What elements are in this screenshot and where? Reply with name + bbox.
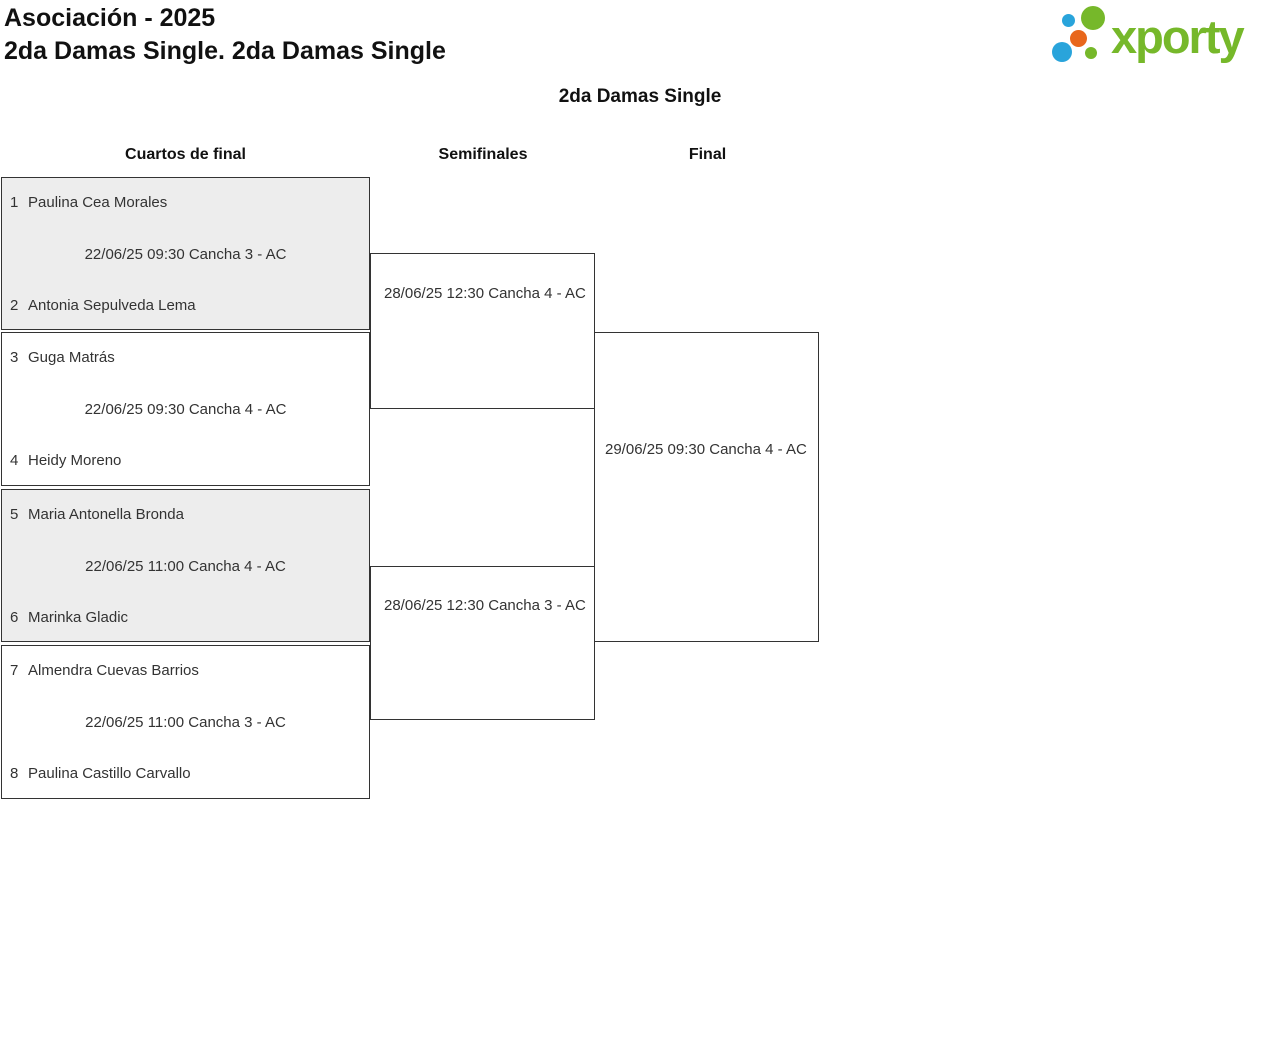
player-name: Maria Antonella Bronda	[28, 506, 184, 523]
player-row: 1 Paulina Cea Morales	[10, 194, 361, 212]
round-header-final: Final	[688, 146, 727, 163]
match-schedule: 22/06/25 11:00 Cancha 4 - AC	[85, 558, 286, 575]
player-name: Heidy Moreno	[28, 452, 122, 469]
match-schedule: 22/06/25 09:30 Cancha 3 - AC	[84, 246, 287, 263]
match-schedule: 29/06/25 09:30 Cancha 4 - AC	[605, 441, 807, 458]
player-row: 3 Guga Matrás	[10, 349, 361, 367]
logo-dot-icon	[1070, 30, 1087, 47]
final-match-box: 29/06/25 09:30 Cancha 4 - AC	[594, 332, 819, 642]
logo-dot-icon	[1081, 6, 1105, 30]
match-schedule: 28/06/25 12:30 Cancha 4 - AC	[384, 285, 586, 302]
sf-match-box-2: 28/06/25 12:30 Cancha 3 - AC	[370, 566, 595, 720]
category-subtitle: 2da Damas Single. 2da Damas Single	[4, 37, 446, 65]
bracket-title: 2da Damas Single	[558, 86, 722, 107]
round-header-cuartos: Cuartos de final	[125, 146, 246, 163]
qf-match-box-3: 5 Maria Antonella Bronda 22/06/25 11:00 …	[1, 489, 370, 642]
player-seed: 4	[10, 452, 19, 469]
player-name: Paulina Cea Morales	[28, 194, 168, 211]
xporty-logo[interactable]: xporty	[1048, 0, 1278, 78]
logo-dot-icon	[1052, 42, 1072, 62]
player-seed: 2	[10, 297, 19, 314]
sf-match-box-1: 28/06/25 12:30 Cancha 4 - AC	[370, 253, 595, 409]
tournament-title: Asociación - 2025	[4, 4, 216, 32]
player-row: 8 Paulina Castillo Carvallo	[10, 765, 361, 783]
player-name: Guga Matrás	[28, 349, 115, 366]
player-seed: 3	[10, 349, 19, 366]
player-seed: 1	[10, 194, 19, 211]
player-row: 4 Heidy Moreno	[10, 452, 361, 470]
round-header-semifinales: Semifinales	[438, 146, 528, 163]
player-row: 7 Almendra Cuevas Barrios	[10, 662, 361, 680]
player-seed: 6	[10, 609, 19, 626]
logo-dot-icon	[1062, 14, 1075, 27]
player-row: 6 Marinka Gladic	[10, 609, 361, 627]
player-seed: 8	[10, 765, 19, 782]
player-name: Marinka Gladic	[28, 609, 129, 626]
match-schedule: 28/06/25 12:30 Cancha 3 - AC	[384, 597, 586, 614]
logo-dot-icon	[1085, 47, 1097, 59]
player-row: 2 Antonia Sepulveda Lema	[10, 297, 361, 315]
match-schedule: 22/06/25 11:00 Cancha 3 - AC	[85, 714, 286, 731]
qf-match-box-2: 3 Guga Matrás 22/06/25 09:30 Cancha 4 - …	[1, 332, 370, 486]
player-name: Paulina Castillo Carvallo	[28, 765, 191, 782]
match-schedule: 22/06/25 09:30 Cancha 4 - AC	[84, 401, 287, 418]
player-name: Antonia Sepulveda Lema	[28, 297, 196, 314]
player-name: Almendra Cuevas Barrios	[28, 662, 199, 679]
player-seed: 5	[10, 506, 19, 523]
qf-match-box-1: 1 Paulina Cea Morales 22/06/25 09:30 Can…	[1, 177, 370, 330]
player-row: 5 Maria Antonella Bronda	[10, 506, 361, 524]
player-seed: 7	[10, 662, 19, 679]
qf-match-box-4: 7 Almendra Cuevas Barrios 22/06/25 11:00…	[1, 645, 370, 799]
logo-wordmark: xporty	[1111, 10, 1245, 63]
